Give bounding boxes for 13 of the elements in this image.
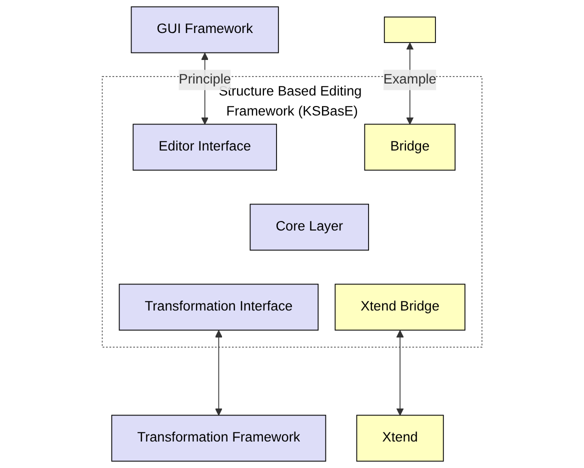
edge-label: Example [383,72,436,87]
node-box [384,16,436,43]
node-box: Bridge [364,124,456,171]
node-box: Transformation Interface [118,284,318,331]
edge-label: Principle [178,72,231,87]
node-box: Editor Interface [132,124,277,171]
arrow [396,330,404,416]
node-box: Transformation Framework [111,414,326,462]
node-box: Xtend [356,414,444,462]
node-box: Xtend Bridge [334,284,466,331]
arrow [214,330,222,416]
node-box: Core Layer [250,204,369,251]
node-box: GUI Framework [130,6,279,54]
